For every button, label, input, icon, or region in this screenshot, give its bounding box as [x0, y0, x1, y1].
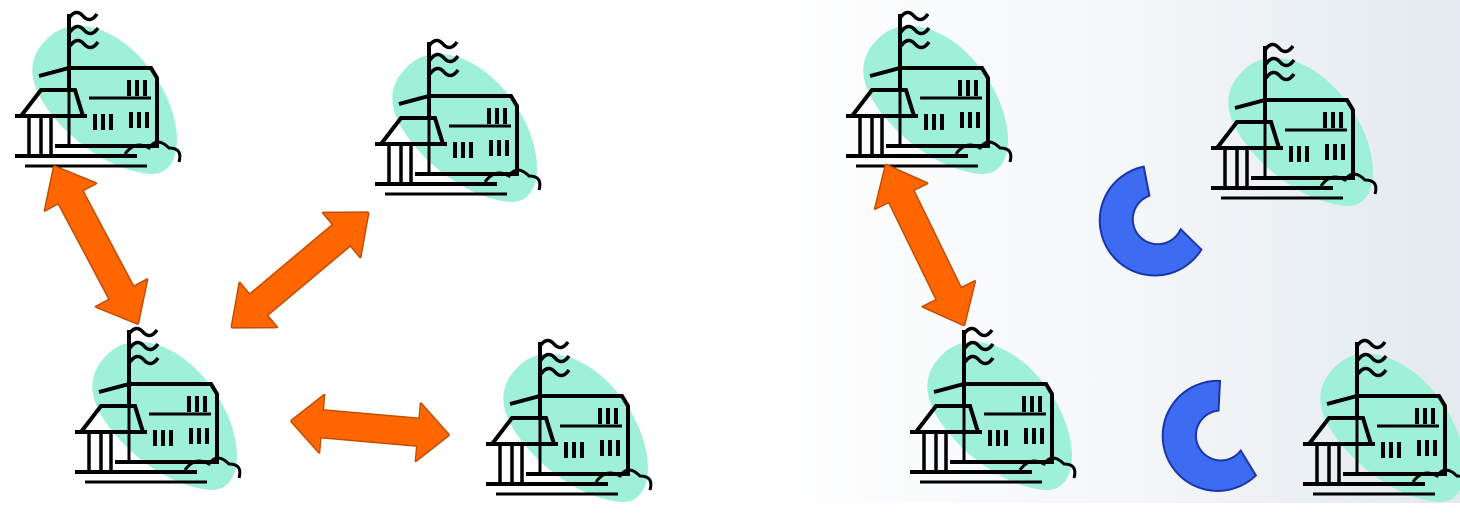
double-arrow-icon [288, 391, 453, 465]
factory-icon [836, 6, 1026, 181]
diagram-canvas: { "panels": [ { "name": "connected-netwo… [0, 0, 1460, 503]
factory-icon [1293, 334, 1460, 509]
broken-ring-icon [1087, 150, 1227, 290]
factory-icon [5, 6, 195, 181]
factory-icon [900, 322, 1090, 497]
factory-icon [1201, 38, 1391, 213]
factory-icon [65, 322, 255, 497]
factory-icon [365, 34, 555, 209]
double-arrow-icon [212, 189, 388, 351]
factory-icon [476, 334, 666, 509]
